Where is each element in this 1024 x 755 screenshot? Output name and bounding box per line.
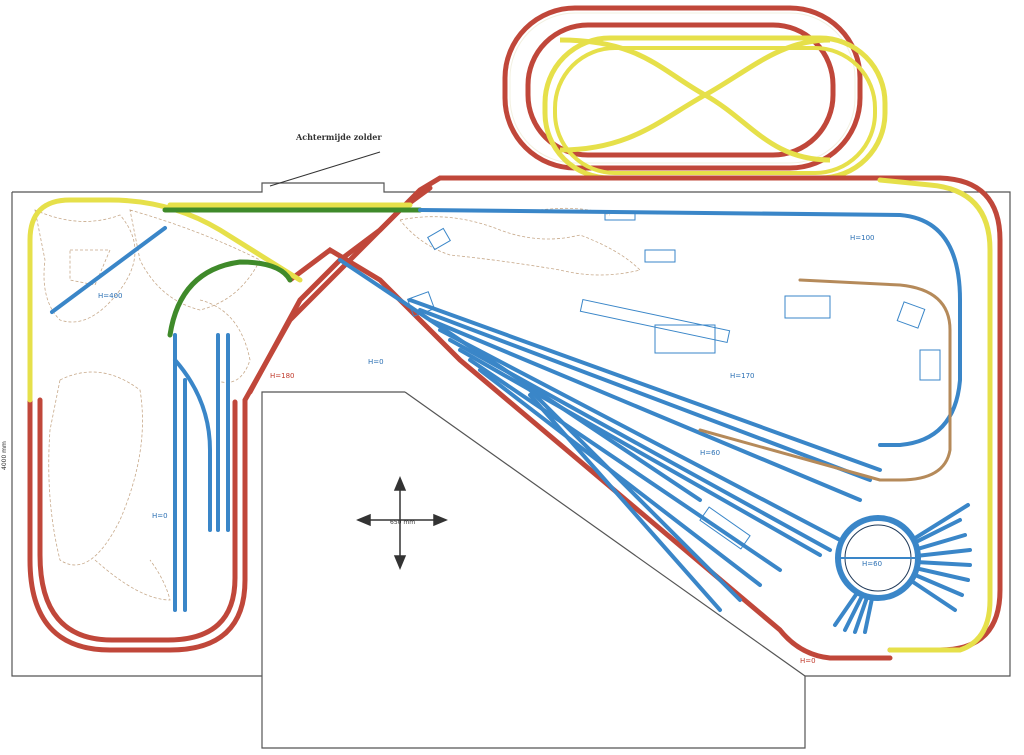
- baseboard-diagonal-edge: [404, 391, 806, 677]
- building: [654, 324, 716, 354]
- building: [699, 506, 751, 550]
- brown-track: [698, 278, 952, 482]
- building: [919, 349, 941, 381]
- building: [604, 211, 636, 221]
- scenery-contours: [34, 207, 641, 601]
- label-h60: H=60: [700, 449, 720, 457]
- blue-track: [50, 208, 972, 634]
- label-h0-mid: H=0: [368, 358, 384, 366]
- side-note: 4000 mm: [1, 441, 8, 470]
- turntable: [835, 515, 921, 601]
- baseboard-outline: [12, 182, 1011, 749]
- label-h180: H=180: [270, 372, 295, 380]
- label-h0-bottom: H=0: [800, 657, 816, 665]
- scale-note: 650 mm: [390, 519, 415, 526]
- label-h170: H=170: [730, 372, 755, 380]
- label-h400: H=400: [98, 292, 123, 300]
- building: [896, 301, 926, 329]
- yellow-track: [27, 177, 993, 653]
- attic-label: Achtermijde zolder: [295, 132, 382, 142]
- buildings: [406, 211, 941, 550]
- orientation-arrows: [356, 476, 448, 570]
- building: [427, 227, 451, 251]
- building: [579, 298, 731, 344]
- upper-helix: [502, 5, 888, 181]
- attic-leader-line: [269, 151, 381, 187]
- green-track: [162, 207, 423, 338]
- building: [406, 291, 436, 317]
- building: [784, 295, 831, 319]
- turntable-label: H=60: [862, 560, 882, 568]
- building: [644, 249, 676, 263]
- baseboard-left-edge: [11, 192, 262, 677]
- label-h0-left: H=0: [152, 512, 168, 520]
- label-h100: H=100: [850, 234, 875, 242]
